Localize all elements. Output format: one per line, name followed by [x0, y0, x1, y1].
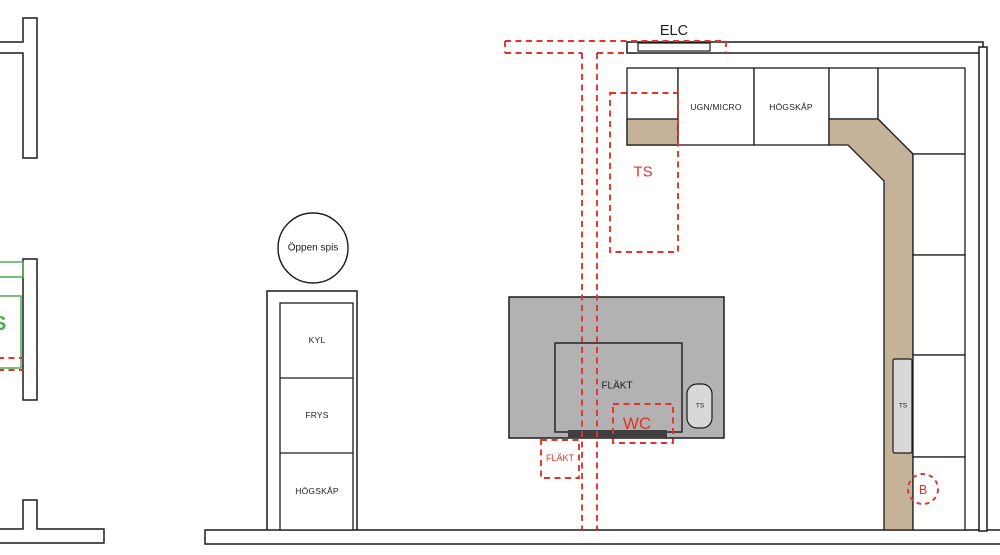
kyl-label: KYL — [308, 335, 326, 345]
green-box-annotation — [0, 295, 22, 369]
cabinet-right-2 — [912, 254, 966, 356]
b-annotation-label: B — [918, 483, 928, 497]
ts-counter-label: TS — [898, 402, 908, 410]
wall-bottom-left — [0, 499, 105, 544]
cabinet-right-1 — [912, 153, 966, 256]
counter-l-shape — [828, 118, 914, 531]
oppen-spis-label: Öppen spis — [287, 242, 339, 254]
flakt-island-label: FLÄKT — [601, 380, 633, 392]
hogskap-top-label: HÖGSKÅP — [769, 102, 813, 112]
ts-dashed-zone — [609, 92, 679, 253]
ugn-micro-label: UGN/MICRO — [690, 102, 742, 112]
wall-middle-left — [22, 258, 38, 401]
island-hood-bar — [568, 430, 667, 437]
elc-label: ELC — [659, 23, 689, 39]
left-cabinet-stack — [279, 302, 354, 531]
wc-annotation-label: WC — [622, 414, 652, 433]
wall-right — [978, 46, 988, 532]
left-enclosure-wall — [266, 290, 358, 530]
ts-island-label: TS — [695, 402, 705, 410]
wc-dashed-zone — [612, 403, 674, 444]
oppen-spis-circle — [277, 212, 349, 284]
wall-top-left — [0, 17, 38, 159]
hogskap-left-label: HÖGSKÅP — [295, 486, 339, 496]
cabinet-right-4 — [912, 456, 966, 531]
counter-segment-left — [626, 118, 679, 146]
partial-green-letter: S — [0, 313, 6, 336]
flakt-dashed-zone — [540, 439, 580, 479]
island-hood-unit — [554, 342, 683, 433]
wall-bottom-main — [204, 529, 1000, 545]
flakt-annotation-label: FLÄKT — [545, 453, 575, 463]
cabinet-ugn-micro — [677, 67, 755, 146]
green-band-annotation — [0, 261, 24, 278]
b-dashed-circle — [907, 473, 939, 505]
cabinet-right-3 — [912, 354, 966, 458]
cabinet-top-4 — [828, 67, 879, 120]
elc-box — [637, 42, 711, 52]
frys-label: FRYS — [305, 410, 329, 420]
ts-appliance-right-counter — [892, 358, 913, 454]
ts-annotation-label: TS — [633, 163, 653, 181]
red-dashed-duct-lines — [0, 40, 727, 529]
ts-appliance-island — [686, 383, 713, 429]
